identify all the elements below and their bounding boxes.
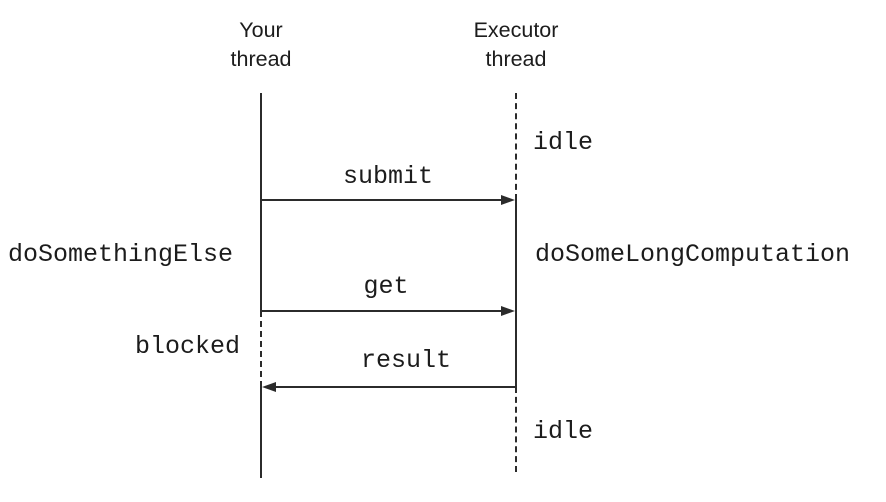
state-label-idle-top: idle [533, 128, 594, 157]
your-thread-lifeline-solid-segment [260, 387, 262, 478]
message-label-get: get [363, 272, 409, 301]
result-arrow [274, 386, 516, 388]
lifeline-header-executor-thread: Executor thread [474, 16, 559, 74]
your-thread-lifeline-blocked-dashed-segment [260, 311, 262, 387]
state-label-dosomelongcomputation: doSomeLongComputation [535, 240, 851, 269]
lifeline-title-line: thread [485, 47, 547, 71]
lifeline-title-line: Your [239, 18, 283, 42]
lifeline-title-line: Executor [473, 18, 559, 42]
message-label-submit: submit [342, 162, 434, 191]
lifeline-title-line: thread [230, 47, 292, 71]
your-thread-lifeline-solid-segment [260, 93, 262, 311]
message-label-result: result [360, 346, 452, 375]
arrowhead-left-icon [262, 382, 276, 392]
executor-thread-lifeline-idle-dashed-segment [515, 387, 517, 472]
submit-arrow [261, 199, 504, 201]
executor-thread-lifeline-idle-dashed-segment [515, 93, 517, 200]
state-label-dosomethingelse: doSomethingElse [7, 240, 233, 269]
lifeline-header-your-thread: Your thread [231, 16, 292, 74]
state-label-idle-bottom: idle [533, 417, 594, 446]
executor-thread-lifeline-active-solid-segment [515, 200, 517, 387]
arrowhead-right-icon [501, 306, 515, 316]
get-arrow [261, 310, 504, 312]
state-label-blocked: blocked [134, 332, 240, 361]
arrowhead-right-icon [501, 195, 515, 205]
